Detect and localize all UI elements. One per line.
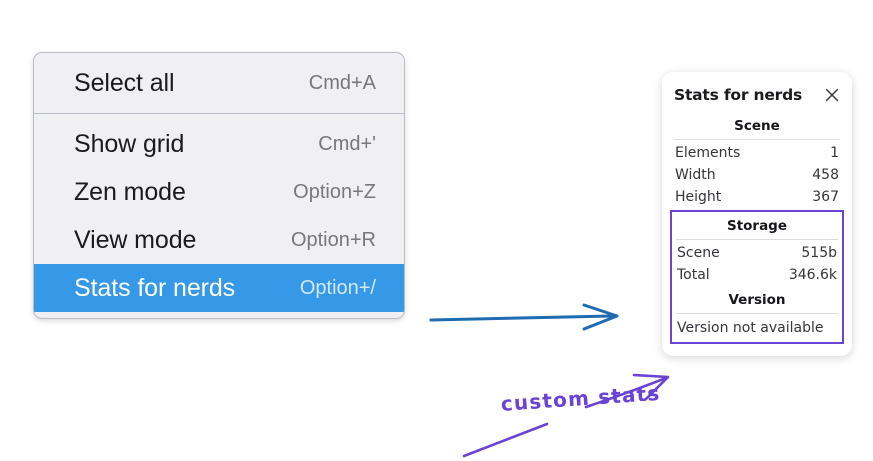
stat-label: Scene [677,245,720,261]
panel-title: Stats for nerds [674,86,803,104]
menu-item-shortcut: Cmd+A [308,71,376,94]
stat-label: Height [675,189,722,205]
version-section: Version Version not available [676,286,838,338]
storage-divider [676,239,838,240]
menu-group-2: Show grid Cmd+' Zen mode Option+Z View m… [34,113,404,318]
storage-section: Storage Scene 515b Total 346.6k [676,212,838,286]
menu-item-label: Zen mode [74,177,186,206]
menu-item-shortcut: Option+R [290,228,376,251]
stat-value: 367 [812,189,839,205]
panel-header: Stats for nerds [674,84,840,112]
stat-label: Elements [675,145,741,161]
stats-for-nerds-panel: Stats for nerds Scene Elements 1 Width 4… [662,72,852,356]
callout-underline-icon [462,422,549,458]
menu-item-select-all[interactable]: Select all Cmd+A [34,59,404,107]
stat-value: 458 [812,167,839,183]
flow-arrow-icon [429,303,619,331]
stat-value: 346.6k [788,267,837,283]
callout-label: custom stats [500,380,662,416]
menu-item-show-grid[interactable]: Show grid Cmd+' [34,120,404,168]
custom-stats-highlight-box: Storage Scene 515b Total 346.6k Version … [670,210,844,344]
stat-row: Width 458 [674,164,840,186]
stat-row: Elements 1 [674,142,840,164]
menu-item-zen-mode[interactable]: Zen mode Option+Z [34,168,404,216]
menu-item-stats-for-nerds[interactable]: Stats for nerds Option+/ [34,264,404,312]
scene-heading: Scene [734,118,780,134]
scene-divider [674,139,840,140]
version-text: Version not available [677,320,824,336]
stat-label: Width [675,167,716,183]
menu-item-label: Stats for nerds [74,273,236,302]
menu-item-label: Show grid [74,129,185,158]
menu-item-label: View mode [74,225,197,254]
stat-row: Scene 515b [676,242,838,264]
version-divider [676,313,838,314]
stat-row: Height 367 [674,186,840,208]
version-heading: Version [728,292,786,308]
close-icon[interactable] [824,87,840,103]
stat-value: 1 [830,145,839,161]
stat-row: Total 346.6k [676,264,838,286]
menu-item-label: Select all [74,68,175,97]
menu-item-shortcut: Option+/ [299,276,376,299]
scene-section: Scene Elements 1 Width 458 Height 367 [674,112,840,208]
menu-group-1: Select all Cmd+A [34,53,404,113]
stat-value: 515b [801,245,837,261]
menu-item-view-mode[interactable]: View mode Option+R [34,216,404,264]
context-menu: Select all Cmd+A Show grid Cmd+' Zen mod… [33,52,405,319]
menu-item-shortcut: Cmd+' [318,132,376,155]
menu-item-shortcut: Option+Z [293,180,376,203]
storage-heading: Storage [726,218,788,234]
stat-label: Total [677,267,710,283]
